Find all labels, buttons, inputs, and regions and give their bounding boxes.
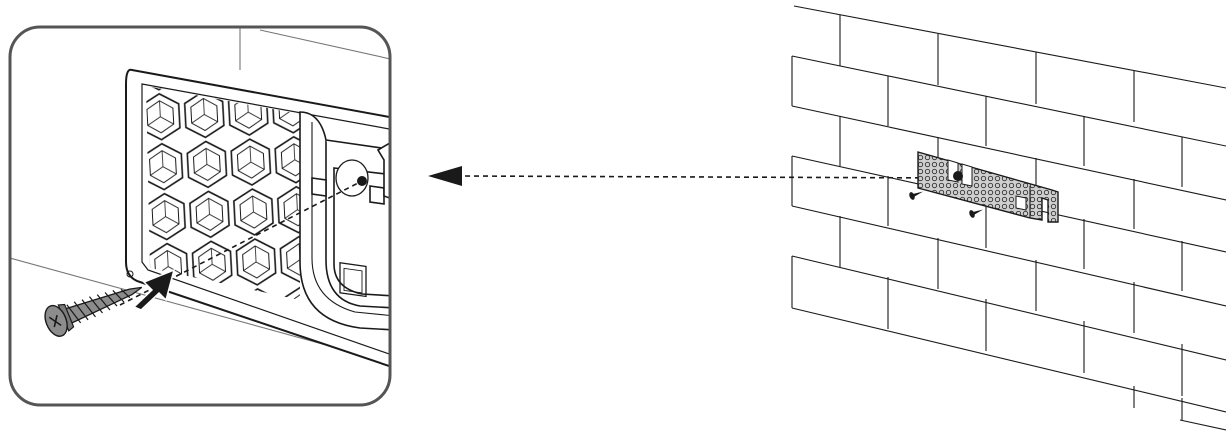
callout-arrow-icon (428, 166, 957, 186)
screw-icon (969, 209, 984, 218)
detail-view-content (10, 27, 390, 405)
push-arrow-icon (132, 268, 176, 311)
bracket-plate-closeup (125, 68, 390, 370)
screw-icon (44, 286, 143, 337)
screw-icon (909, 191, 924, 200)
screw-hole (335, 159, 369, 197)
detail-view-frame (8, 25, 392, 407)
wall-screw-hole (953, 171, 963, 181)
detail-view (8, 25, 392, 407)
wall-bracket-icon (917, 151, 1059, 223)
brick-wall-icon (791, 5, 1226, 431)
wall-screws (909, 191, 984, 218)
